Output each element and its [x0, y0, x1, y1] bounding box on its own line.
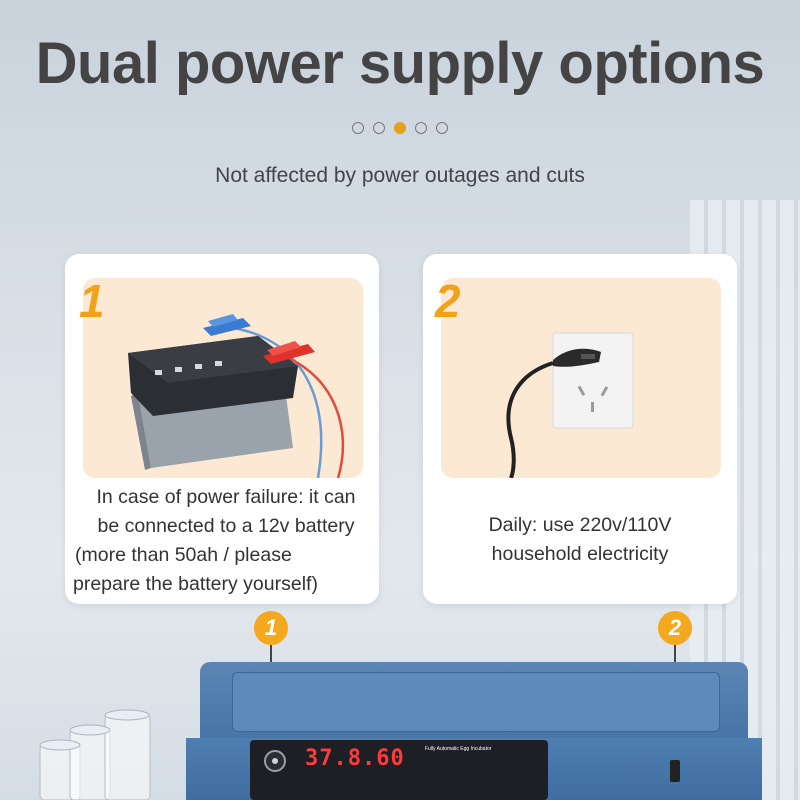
household-power-option-card: 2 Daily: use 220v/110V household electri… [423, 254, 737, 604]
carousel-dot-1[interactable] [352, 122, 364, 134]
household-power-description: Daily: use 220v/110V household electrici… [488, 514, 672, 565]
carousel-dot-2[interactable] [373, 122, 385, 134]
page-title: Dual power supply options [35, 31, 765, 96]
socket-illustration [441, 278, 721, 478]
battery-option-description: In case of power failure: it can be conn… [73, 486, 356, 595]
ac-port-marker: 2 [658, 611, 692, 645]
incubator-led-display: 37.8.60 [305, 746, 405, 771]
carousel-dots [0, 122, 800, 134]
car-battery-icon [128, 314, 345, 478]
egg-jars-decoration [39, 709, 151, 800]
page-subtitle: Not affected by power outages and cuts [215, 164, 585, 187]
battery-option-card: 1 In case of power failure: it can be co… [65, 254, 379, 604]
option-number-1: 1 [79, 275, 105, 327]
option-number-2: 2 [435, 275, 461, 327]
incubator-panel-label: Fully Automatic Egg Incubator [425, 746, 492, 752]
ac-power-port-icon [670, 760, 680, 782]
carousel-dot-4[interactable] [415, 122, 427, 134]
incubator-control-panel [250, 740, 548, 800]
dc-input-port-icon [264, 750, 286, 772]
carousel-dot-5[interactable] [436, 122, 448, 134]
wall-socket-icon [506, 332, 634, 478]
carousel-dot-3-active[interactable] [394, 122, 406, 134]
battery-illustration [83, 278, 363, 478]
battery-port-marker: 1 [254, 611, 288, 645]
incubator-lid-window [232, 672, 720, 732]
